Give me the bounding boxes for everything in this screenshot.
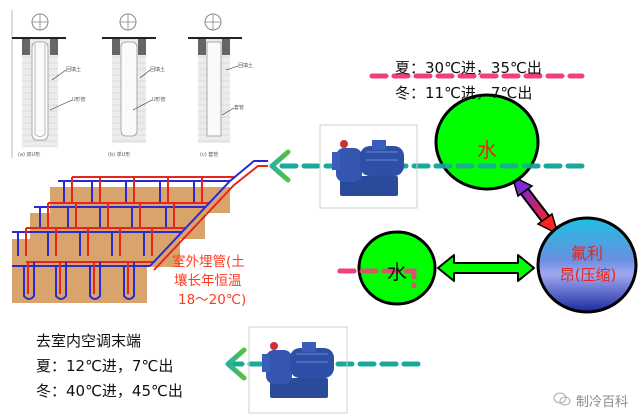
outdoor-pipe-label-line3: 18～20℃): [178, 292, 247, 308]
borehole-figure: [10, 8, 260, 166]
borehole-label-casing-c: 套管: [234, 105, 245, 111]
freon-compressor-node: [536, 216, 638, 314]
borehole-panel-b: [102, 13, 156, 143]
borehole-caption-b: (b) 单U形: [108, 152, 131, 158]
freon-label-line2: 昂(压缩): [559, 266, 617, 284]
water-bottom-label: 水: [387, 260, 407, 284]
terminal-title: 去室内空调末端: [36, 332, 142, 350]
terminal-summer-temps: 夏：12℃进，7℃出: [36, 357, 174, 375]
borehole-label-backfill-b: 回填土: [150, 67, 166, 73]
pipe-u-loop: [89, 262, 101, 300]
arrow-left-icon: [269, 149, 291, 183]
borehole-panel-c: [188, 13, 242, 143]
water-top-label: 水: [477, 138, 497, 162]
borehole-label-pipe-a: U形管: [72, 97, 86, 103]
outdoor-pipe-label-line1: 室外埋管(土: [172, 254, 245, 270]
arrow-left-icon: [225, 347, 247, 381]
pipe-u-loop: [55, 262, 67, 300]
borehole-caption-c: (c) 套管: [200, 152, 219, 158]
exchange-arrow-diagonal: [510, 174, 560, 236]
pipe-riser-blue: [149, 160, 268, 267]
watermark-text: 制冷百科: [575, 395, 628, 410]
pipe-riser-red: [153, 165, 268, 271]
wechat-icon: [553, 392, 571, 410]
pump-icon: [332, 140, 404, 196]
borehole-label-backfill-a: 回填土: [66, 67, 82, 73]
pipe-u-loop: [23, 262, 35, 300]
watermark: 制冷百科: [553, 391, 628, 410]
source-winter-temps: 冬：11℃进，7℃出: [395, 84, 533, 102]
pump-icon: [262, 342, 334, 398]
borehole-label-pipe-b: U形管: [152, 97, 166, 103]
soil-layer: [30, 213, 205, 239]
borehole-label-backfill-c: 回填土: [238, 63, 254, 69]
pump-frame: [319, 124, 418, 209]
outdoor-pipe-label-line2: 壤长年恒温: [174, 273, 242, 289]
pump-frame: [248, 326, 348, 414]
buried-pipe-field: [12, 160, 268, 303]
source-summer-temps: 夏：30℃进，35℃出: [395, 59, 542, 77]
terminal-winter-temps: 冬：40℃进，45℃出: [36, 382, 183, 400]
borehole-caption-a: (a) 双U形: [18, 152, 41, 158]
borehole-panel-a: [12, 13, 73, 147]
exchange-arrow-horizontal: [437, 254, 535, 282]
pipe-u-loop: [123, 262, 135, 300]
freon-label-line1: 氟利: [570, 244, 603, 263]
pump-top: [319, 124, 418, 209]
pump-bottom: [248, 326, 348, 414]
